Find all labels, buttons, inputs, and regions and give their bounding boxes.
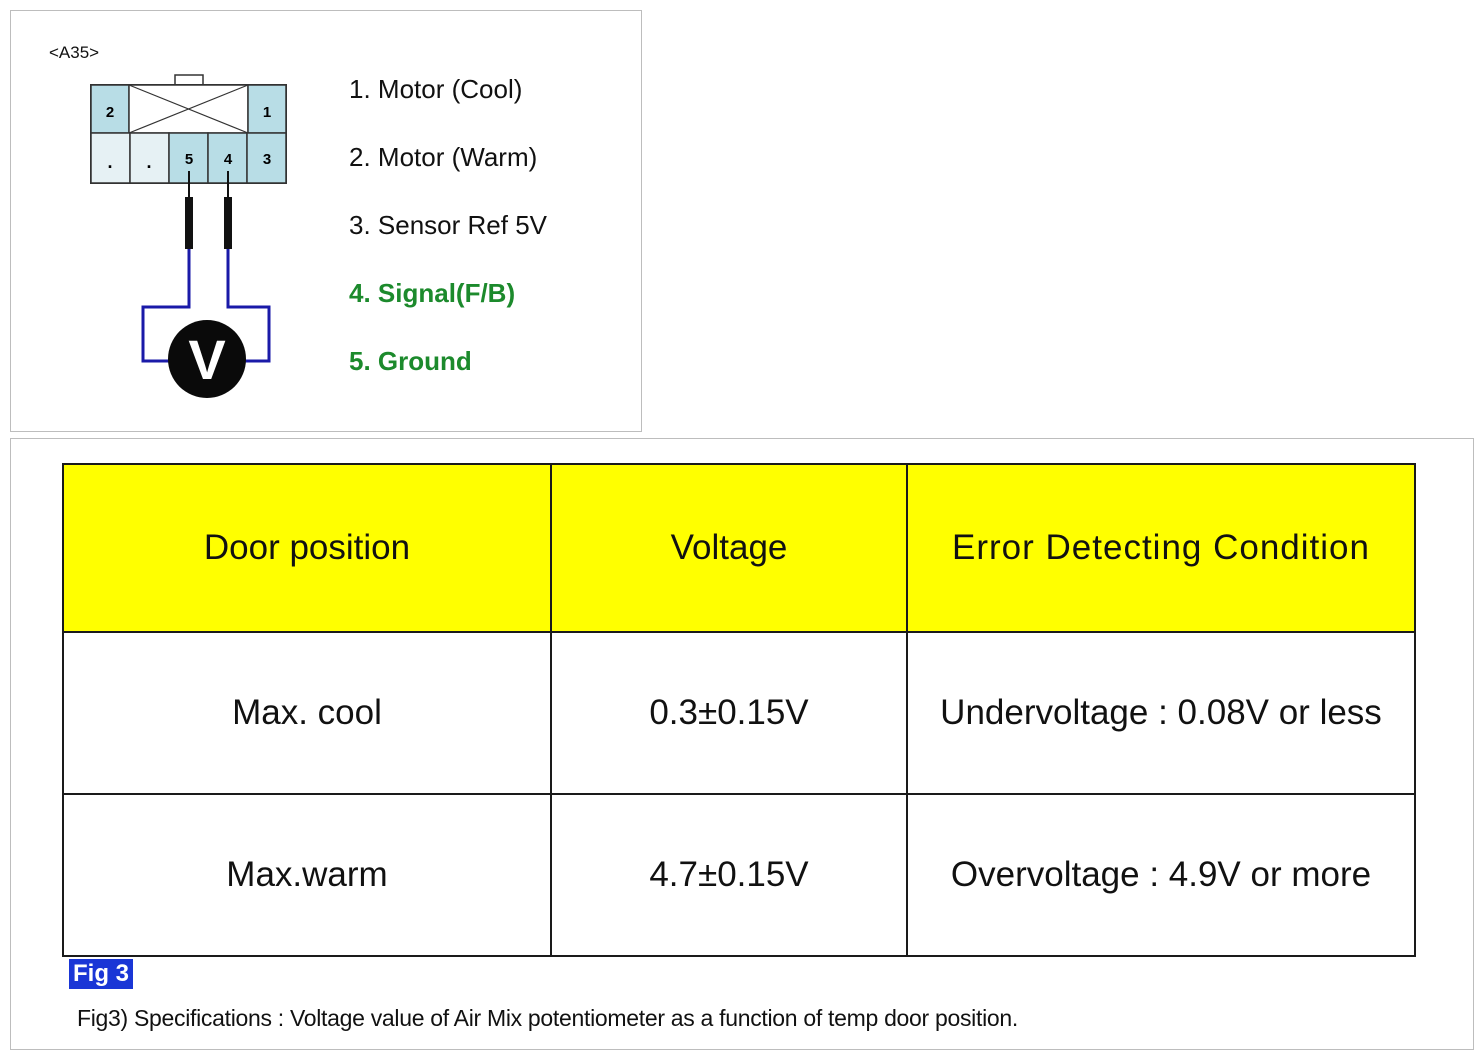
voltmeter-symbol: V (188, 328, 225, 391)
connector-label: <A35> (49, 43, 100, 62)
empty-pin-dot: . (146, 152, 151, 172)
connector-diagram-panel: <A35> 2 1 . . 5 4 3 V (10, 10, 642, 432)
figure-tag: Fig 3 (69, 959, 134, 989)
connector-pinout-diagram: 2 1 . . 5 4 3 V (90, 74, 287, 398)
specification-panel: Door position Voltage Error Detecting Co… (10, 438, 1474, 1050)
voltage-spec-table: Door position Voltage Error Detecting Co… (62, 463, 1416, 957)
probe-lead-pin4 (224, 197, 232, 249)
pin-number-3: 3 (263, 151, 271, 168)
empty-pin-dot: . (107, 152, 112, 172)
voltmeter-icon (168, 320, 246, 398)
table-header-row: Door position Voltage Error Detecting Co… (62, 463, 1416, 633)
pin-number-1: 1 (263, 104, 271, 121)
cell-voltage: 4.7±0.15V (550, 793, 908, 957)
cell-door-position: Max.warm (62, 793, 552, 957)
header-error-condition: Error Detecting Condition (906, 463, 1416, 633)
pin-number-5: 5 (185, 151, 193, 168)
header-door-position: Door position (62, 463, 552, 633)
cell-voltage: 0.3±0.15V (550, 631, 908, 795)
table-row: Max.warm 4.7±0.15V Overvoltage : 4.9V or… (62, 793, 1416, 957)
pin-function-list: 1. Motor (Cool) 2. Motor (Warm) 3. Senso… (349, 71, 547, 411)
pin-number-4: 4 (224, 151, 233, 168)
cell-door-position: Max. cool (62, 631, 552, 795)
table-row: Max. cool 0.3±0.15V Undervoltage : 0.08V… (62, 631, 1416, 795)
cell-error-condition: Undervoltage : 0.08V or less (906, 631, 1416, 795)
pin-cell-1 (247, 84, 287, 134)
cell-error-condition: Overvoltage : 4.9V or more (906, 793, 1416, 957)
pin-function-item: 3. Sensor Ref 5V (349, 210, 547, 240)
header-voltage: Voltage (550, 463, 908, 633)
pin-function-item: 2. Motor (Warm) (349, 142, 538, 172)
figure-caption: Fig3) Specifications : Voltage value of … (77, 1005, 1018, 1031)
connector-latch (174, 74, 204, 86)
pin-function-item: 1. Motor (Cool) (349, 74, 523, 104)
pin-cell-3 (246, 132, 287, 184)
pin-function-item-signal: 4. Signal(F/B) (349, 278, 516, 308)
probe-lead-pin5 (185, 197, 193, 249)
pin-function-item-ground: 5. Ground (349, 346, 472, 376)
probe-wire-ground (141, 249, 191, 363)
pin-number-2: 2 (106, 104, 114, 121)
probe-wire-signal (226, 249, 271, 363)
